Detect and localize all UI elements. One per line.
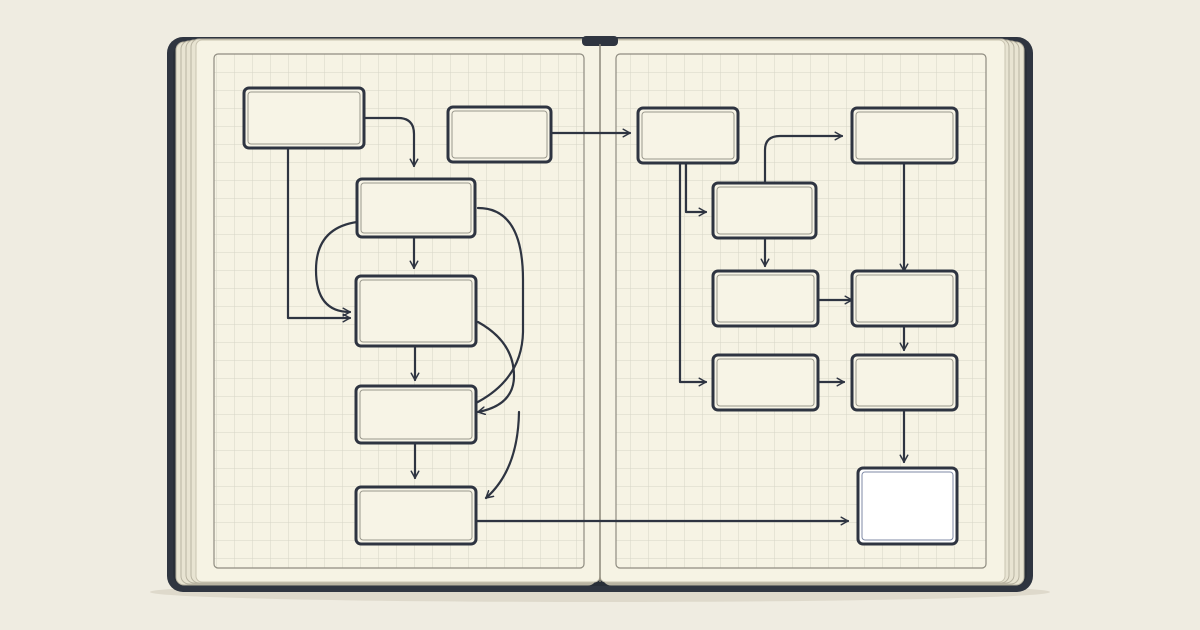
- node-r4-outline: [850, 269, 959, 328]
- node-l5-inner: [359, 389, 473, 440]
- node-r8-outline: [856, 466, 959, 546]
- edge-r2-r6: [763, 131, 844, 185]
- node-l3-outline: [355, 177, 477, 239]
- node-r1-inner: [641, 111, 735, 160]
- node-r5: [711, 353, 820, 412]
- node-r8-inner: [861, 471, 954, 541]
- diagram-edges: [286, 116, 909, 526]
- edge-r1-r5: [678, 161, 708, 387]
- node-r8: [856, 466, 959, 546]
- node-r7-outline: [850, 353, 959, 412]
- node-r7-inner: [855, 358, 954, 407]
- node-l4: [354, 274, 478, 348]
- node-r1: [636, 106, 740, 165]
- node-r5-inner: [716, 358, 815, 407]
- node-r2: [711, 181, 818, 240]
- node-l6-outline: [354, 485, 478, 546]
- node-r5-outline: [711, 353, 820, 412]
- node-r2-inner: [716, 186, 813, 235]
- node-r7: [850, 353, 959, 412]
- node-l4-outline: [354, 274, 478, 348]
- edge-l1-l3: [360, 116, 419, 168]
- edge-l3-l4: [314, 220, 359, 317]
- node-l5-outline: [354, 384, 478, 445]
- node-l1-inner: [247, 91, 361, 145]
- node-l3: [355, 177, 477, 239]
- edge-l3-l6: [472, 206, 525, 498]
- diagram-nodes: [242, 86, 959, 546]
- edge-l1-l4: [286, 146, 352, 323]
- node-r1-outline: [636, 106, 740, 165]
- node-r4: [850, 269, 959, 328]
- node-l6: [354, 485, 478, 546]
- node-r4-inner: [855, 274, 954, 323]
- node-r2-outline: [711, 181, 818, 240]
- edge-l4-l5: [476, 320, 516, 416]
- node-l2: [446, 105, 553, 164]
- node-l2-outline: [446, 105, 553, 164]
- node-r3-outline: [711, 269, 820, 328]
- node-l4-inner: [359, 279, 473, 343]
- node-r3-inner: [716, 274, 815, 323]
- node-l5: [354, 384, 478, 445]
- node-l2-inner: [451, 110, 548, 159]
- node-l1: [242, 86, 366, 150]
- node-l3-inner: [360, 182, 472, 234]
- edge-r1-r2: [684, 161, 708, 217]
- node-r3: [711, 269, 820, 328]
- node-r6-outline: [850, 106, 959, 165]
- node-l6-inner: [359, 490, 473, 541]
- book-spine: [582, 36, 618, 46]
- node-r6-inner: [855, 111, 954, 160]
- node-l1-outline: [242, 86, 366, 150]
- node-r6: [850, 106, 959, 165]
